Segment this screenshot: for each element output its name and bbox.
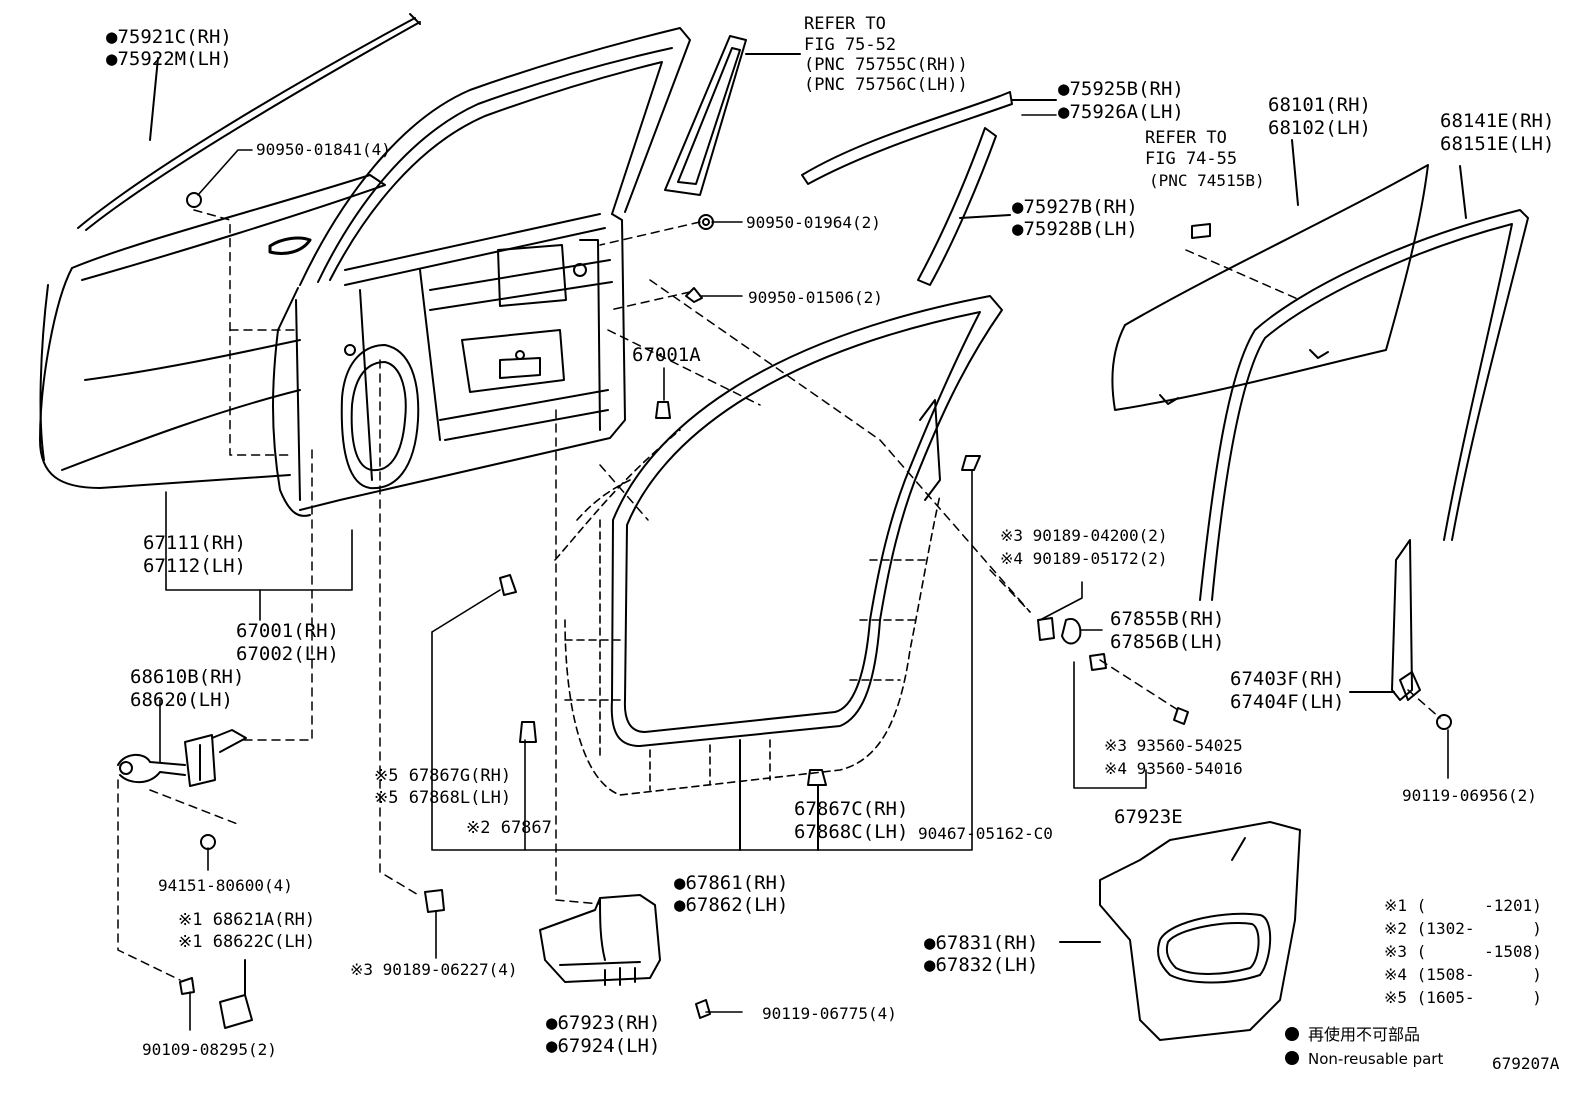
label-90109-08295: 90109-08295(2): [142, 1040, 277, 1059]
weatherstrip: [610, 295, 1003, 851]
label-68101: 68101(RH): [1268, 94, 1371, 116]
glass-run: [1199, 165, 1529, 601]
seal-75927: [917, 127, 1011, 286]
label-67867: ※2 67867: [466, 818, 552, 838]
label-75928B: ●75928B(LH): [1012, 218, 1138, 240]
refer-75-52-line3: (PNC 75755C(RH)): [804, 55, 968, 75]
label-68620: 68620(LH): [130, 689, 233, 711]
label-75927B: ●75927B(RH): [1012, 196, 1138, 218]
label-93560-54016: ※4 93560-54016: [1104, 759, 1243, 778]
label-90950-01506: 90950-01506(2): [748, 288, 883, 307]
label-67002: 67002(LH): [236, 643, 339, 665]
legend-en: Non-reusable part: [1308, 1050, 1444, 1068]
label-67404F: 67404F(LH): [1230, 691, 1345, 713]
label-67923: ●67923(RH): [546, 1012, 661, 1034]
refer-74-55-line1: REFER TO: [1145, 128, 1227, 148]
legend-bullet-icon: [1285, 1027, 1299, 1041]
label-94151-80600: 94151-80600(4): [158, 876, 293, 895]
label-67112: 67112(LH): [143, 555, 246, 577]
door-glass: [1111, 139, 1429, 411]
label-75921C: ●75921C(RH): [106, 26, 232, 48]
footnote-5: ※5 (1605- ): [1384, 988, 1542, 1007]
footnote-2: ※2 (1302- ): [1384, 919, 1542, 938]
label-75925B: ●75925B(RH): [1058, 78, 1184, 100]
label-67868L: ※5 67868L(LH): [374, 788, 512, 808]
label-68622C: ※1 68622C(LH): [178, 932, 316, 952]
label-90189-05172: ※4 90189-05172(2): [1000, 549, 1168, 568]
label-75926A: ●75926A(LH): [1058, 101, 1184, 123]
label-67832: ●67832(LH): [924, 954, 1039, 976]
label-67403F: 67403F(RH): [1230, 668, 1345, 690]
refer-74-55-line2: FIG 74-55: [1145, 149, 1238, 169]
hinge-cover: [219, 959, 253, 1029]
label-67001A: 67001A: [632, 344, 701, 366]
refer-75-52-line1: REFER TO: [804, 14, 886, 34]
refer-74-55-line3: (PNC 74515B): [1149, 171, 1265, 190]
hole-seal: [539, 894, 661, 986]
label-90189-04200: ※3 90189-04200(2): [1000, 526, 1168, 545]
belt-moulding-75925: [801, 91, 1057, 185]
refer-75-52-line2: FIG 75-52: [804, 35, 897, 55]
refer-75-52-line4: (PNC 75756C(LH)): [804, 75, 968, 95]
label-93560-54025: ※3 93560-54025: [1104, 736, 1243, 755]
label-67856B: 67856B(LH): [1110, 631, 1225, 653]
label-68621A: ※1 68621A(RH): [178, 910, 316, 930]
diagram-id: 679207A: [1492, 1054, 1560, 1073]
label-67855B: 67855B(RH): [1110, 608, 1225, 630]
label-67001: 67001(RH): [236, 620, 339, 642]
weatherstrip-outline-dashed: [554, 429, 941, 796]
label-67923E: 67923E: [1114, 806, 1183, 828]
label-67111: 67111(RH): [143, 532, 246, 554]
label-68141E: 68141E(RH): [1440, 110, 1555, 132]
door-check: [117, 729, 247, 787]
label-75922M: ●75922M(LH): [106, 48, 232, 70]
guide-lines: [117, 209, 1441, 981]
label-67831: ●67831(RH): [924, 932, 1039, 954]
label-67861: ●67861(RH): [674, 872, 789, 894]
belt-moulding-outer: [77, 13, 421, 231]
label-67868C: 67868C(LH): [794, 821, 909, 843]
legend-bullet-icon: [1285, 1051, 1299, 1065]
footnote-3: ※3 ( -1508): [1384, 942, 1542, 961]
footnote-1: ※1 ( -1201): [1384, 896, 1542, 915]
label-90119-06775: 90119-06775(4): [762, 1004, 897, 1023]
pillar-garnish: [664, 35, 801, 196]
label-68102: 68102(LH): [1268, 117, 1371, 139]
label-67867G: ※5 67867G(RH): [374, 766, 512, 786]
door-outer-panel: [39, 174, 386, 489]
fasteners: [179, 192, 1452, 1019]
label-90189-06227: ※3 90189-06227(4): [350, 960, 518, 979]
label-90950-01841: 90950-01841(4): [256, 140, 391, 159]
label-90950-01964: 90950-01964(2): [746, 213, 881, 232]
label-90119-06956: 90119-06956(2): [1402, 786, 1537, 805]
leader-lines: [159, 114, 1449, 1031]
label-90467-05162: 90467-05162-C0: [918, 824, 1053, 843]
legend-jp: 再使用不可部品: [1308, 1025, 1421, 1044]
label-68151E: 68151E(LH): [1440, 133, 1555, 155]
label-67862: ●67862(LH): [674, 894, 789, 916]
service-cover: [1059, 821, 1301, 1041]
lower-channel: [1349, 539, 1421, 701]
label-67924: ●67924(LH): [546, 1035, 661, 1057]
footnote-4: ※4 (1508- ): [1384, 965, 1542, 984]
label-68610B: 68610B(RH): [130, 666, 245, 688]
door-frame: [272, 27, 691, 517]
label-67867C: 67867C(RH): [794, 798, 909, 820]
